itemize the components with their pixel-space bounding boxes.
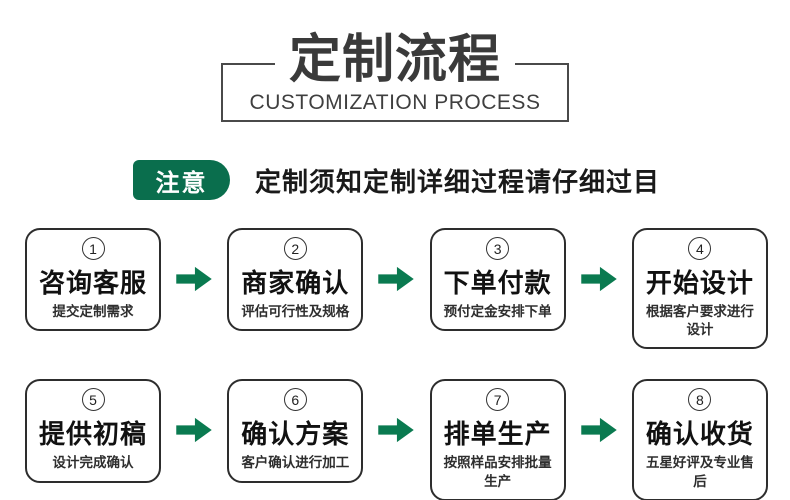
step-number-badge: 3: [486, 237, 510, 260]
step-number-badge: 6: [283, 388, 307, 412]
arrow-right-icon: [175, 265, 213, 293]
page-title: 定制流程: [274, 32, 516, 88]
header-frame: 定制流程 CUSTOMIZATION PROCESS: [221, 32, 569, 122]
process-steps: 1 咨询客服 提交定制需求 2 商家确认 评估可行性及规格 3 下单付款 预付定…: [0, 228, 790, 500]
step-number-badge: 5: [81, 388, 105, 412]
step-title: 排单生产: [443, 419, 552, 450]
step-description: 设计完成确认: [52, 455, 134, 471]
step-title: 咨询客服: [38, 268, 147, 298]
arrow-right-icon: [580, 265, 618, 293]
step-number-badge: 8: [688, 388, 712, 412]
step-box-3: 3 下单付款 预付定金安排下单: [429, 228, 566, 332]
step-box-5: 5 提供初稿 设计完成确认: [25, 379, 161, 483]
step-title: 商家确认: [241, 268, 350, 298]
step-title: 确认收货: [645, 419, 754, 450]
notice-text: 定制须知定制详细过程请仔细过目: [255, 166, 661, 197]
step-description: 按照样品安排批量生产: [443, 455, 552, 489]
notice-row: 注意 定制须知定制详细过程请仔细过目: [133, 160, 790, 200]
step-description: 根据客户要求进行设计: [645, 304, 754, 338]
step-description: 评估可行性及规格: [241, 304, 350, 319]
step-box-1: 1 咨询客服 提交定制需求: [25, 228, 161, 332]
step-box-8: 8 确认收货 五星好评及专业售后: [631, 379, 768, 500]
step-title: 提供初稿: [38, 419, 147, 450]
step-number-badge: 7: [486, 388, 510, 412]
step-description: 五星好评及专业售后: [645, 455, 754, 489]
arrow-right-icon: [580, 416, 618, 444]
step-title: 开始设计: [645, 268, 754, 298]
step-number-badge: 2: [283, 237, 307, 260]
step-box-2: 2 商家确认 评估可行性及规格: [227, 228, 364, 332]
step-row-2: 5 提供初稿 设计完成确认 6 确认方案 客户确认进行加工 7 排单生产 按照样…: [0, 379, 790, 500]
step-title: 确认方案: [241, 419, 350, 450]
step-description: 客户确认进行加工: [241, 455, 350, 471]
step-box-6: 6 确认方案 客户确认进行加工: [227, 379, 364, 483]
step-description: 预付定金安排下单: [443, 304, 552, 319]
arrow-right-icon: [377, 416, 415, 444]
step-number-badge: 4: [688, 237, 712, 260]
step-description: 提交定制需求: [52, 304, 134, 319]
step-number-badge: 1: [81, 237, 105, 260]
step-row-1: 1 咨询客服 提交定制需求 2 商家确认 评估可行性及规格 3 下单付款 预付定…: [0, 228, 790, 350]
arrow-right-icon: [377, 265, 415, 293]
step-title: 下单付款: [443, 268, 552, 298]
step-box-4: 4 开始设计 根据客户要求进行设计: [631, 228, 768, 350]
arrow-right-icon: [175, 416, 213, 444]
page-subtitle: CUSTOMIZATION PROCESS: [249, 91, 541, 114]
notice-badge: 注意: [133, 160, 230, 200]
step-box-7: 7 排单生产 按照样品安排批量生产: [429, 379, 566, 500]
